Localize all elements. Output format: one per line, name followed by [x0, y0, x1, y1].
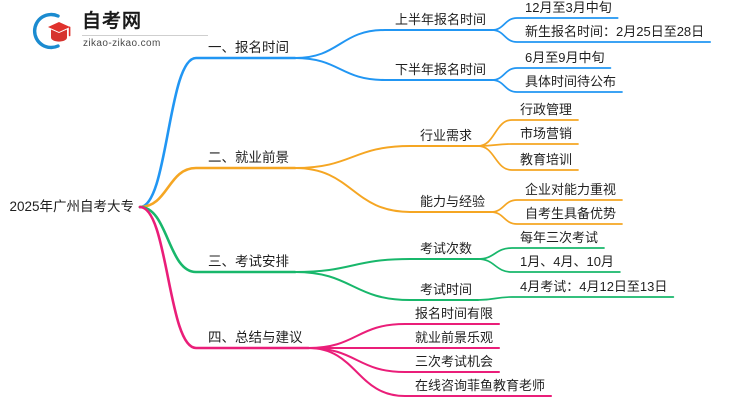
mindmap-connector — [138, 205, 310, 350]
mindmap-connector — [490, 211, 623, 225]
leaf-node-label-2-1-3: 教育培训 — [520, 152, 573, 167]
leaf-node-label-1-1-1: 12月至3月中旬 — [525, 0, 612, 15]
mindmap-connector — [477, 119, 579, 147]
branch-node-label-4: 四、总结与建议 — [208, 330, 303, 345]
mindmap-connector — [477, 258, 621, 273]
branch-node-label-3: 三、考试安排 — [208, 254, 289, 269]
sub-node-label-1-1: 上半年报名时间 — [395, 12, 487, 27]
root-node-label: 2025年广州自考大专 — [9, 199, 134, 214]
mindmap-connector — [477, 296, 675, 301]
leaf-node-label-3-1-2: 1月、4月、10月 — [520, 254, 614, 269]
mindmap-connector — [294, 271, 480, 301]
leaf-node-label-3-2-1: 4月考试：4月12日至13日 — [520, 279, 668, 294]
sub-node-label-3-1: 考试次数 — [420, 241, 473, 256]
sub-node-label-4-1: 报名时间有限 — [415, 306, 494, 321]
sub-node-label-2-2: 能力与经验 — [420, 194, 486, 209]
leaf-node-label-1-2-1: 6月至9月中旬 — [525, 50, 605, 65]
mindmap-connector — [491, 79, 623, 93]
mindmap-connector — [138, 205, 297, 274]
brand-name-cn: 自考网 — [82, 11, 143, 32]
mindmap-connector — [307, 347, 553, 397]
mindmap-connector — [477, 145, 579, 171]
zikao-logo-icon — [28, 10, 72, 52]
mindmap-connector — [294, 57, 494, 81]
leaf-node-label-2-1-1: 行政管理 — [520, 102, 573, 117]
leaf-node-label-1-2-2: 具体时间待公布 — [525, 74, 617, 89]
leaf-node-label-2-2-2: 自考生具备优势 — [525, 206, 617, 221]
sub-node-label-4-3: 三次考试机会 — [415, 354, 494, 369]
mindmap-connector — [294, 258, 480, 273]
site-logo: 自考网 zikao-zikao.com — [28, 8, 218, 54]
mindmap-connector — [294, 145, 480, 169]
brand-url: zikao-zikao.com — [83, 38, 161, 49]
mindmap-connector — [491, 29, 712, 43]
branch-node-label-2: 二、就业前景 — [208, 150, 289, 165]
sub-node-label-4-2: 就业前景乐观 — [415, 330, 494, 345]
mindmap-connector — [294, 167, 493, 213]
leaf-node-label-2-1-2: 市场营销 — [520, 126, 573, 141]
mindmap-connector — [294, 29, 494, 59]
brand-divider — [82, 35, 208, 36]
logo-wordmark: 自考网 zikao-zikao.com — [82, 10, 214, 52]
sub-node-label-1-2: 下半年报名时间 — [395, 62, 487, 77]
branch-node-label-1: 一、报名时间 — [208, 40, 289, 55]
leaf-node-label-3-1-1: 每年三次考试 — [520, 230, 599, 245]
sub-node-label-2-1: 行业需求 — [420, 128, 473, 143]
mindmap-connector — [138, 166, 297, 209]
mindmap-connector — [307, 323, 501, 349]
leaf-node-label-1-1-2: 新生报名时间：2月25日至28日 — [525, 24, 705, 39]
sub-node-label-4-4: 在线咨询菲鱼教育老师 — [415, 378, 546, 393]
leaf-node-label-2-2-1: 企业对能力重视 — [525, 182, 617, 197]
mindmap-connector — [138, 56, 297, 209]
sub-node-label-3-2: 考试时间 — [420, 282, 473, 297]
mindmap-connector — [477, 143, 579, 147]
